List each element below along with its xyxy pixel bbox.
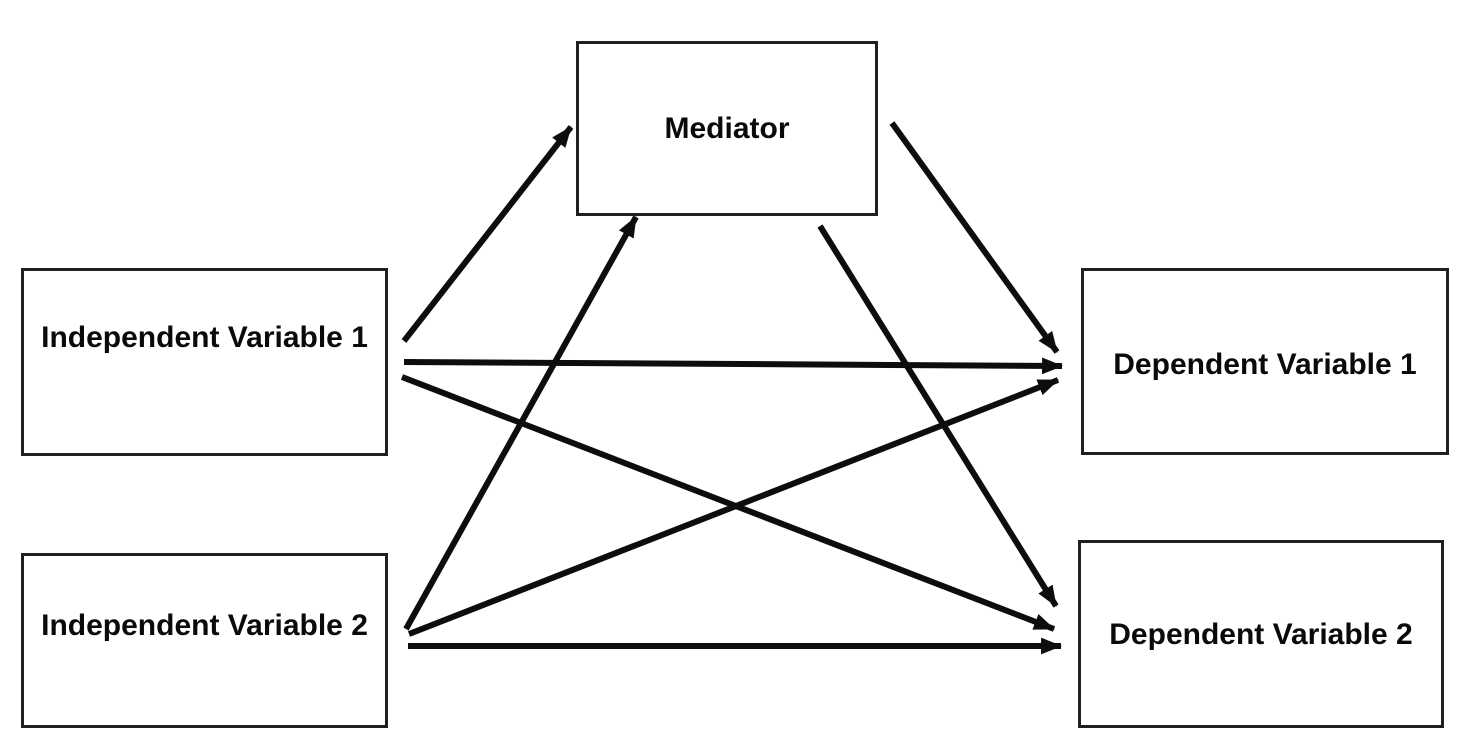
edge-mediator-to-dv1 [889, 121, 1060, 354]
edge-iv2-to-dv1 [407, 377, 1060, 637]
dependent-variable-1-label: Dependent Variable 1 [1113, 347, 1417, 381]
edge-mediator-to-dv2 [817, 224, 1059, 608]
independent-variable-1-label: Independent Variable 1 [41, 321, 368, 354]
dependent-variable-2-label: Dependent Variable 2 [1109, 618, 1413, 651]
mediator-node: Mediator [576, 41, 878, 216]
mediator-label: Mediator [664, 111, 790, 145]
independent-variable-1-node: Independent Variable 1 [21, 268, 388, 456]
edge-iv1-to-dv2 [400, 374, 1056, 632]
dependent-variable-2-node: Dependent Variable 2 [1078, 540, 1444, 728]
edge-iv1-to-dv1 [403, 357, 1064, 375]
dependent-variable-1-node: Dependent Variable 1 [1081, 268, 1449, 455]
independent-variable-2-node: Independent Variable 2 [21, 553, 388, 728]
edge-iv1-to-mediator [401, 125, 574, 343]
independent-variable-2-label: Independent Variable 2 [41, 608, 368, 642]
